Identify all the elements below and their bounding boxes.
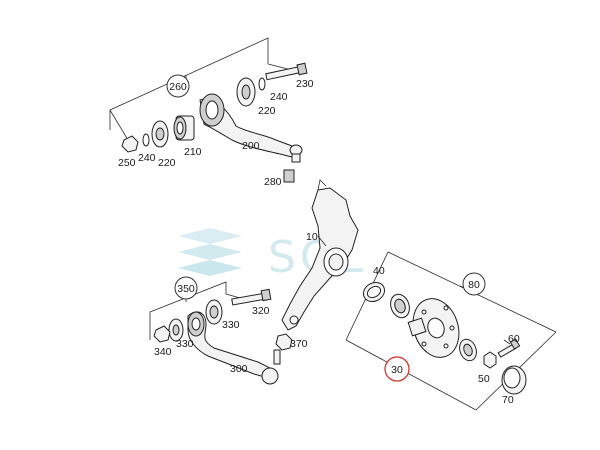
label-40: 40 xyxy=(373,265,385,277)
bolt-320 xyxy=(231,288,272,306)
seal-40 xyxy=(362,281,386,303)
bolt-230 xyxy=(265,62,308,81)
label-240-top: 240 xyxy=(270,91,288,103)
dust-cap-70 xyxy=(501,365,527,395)
nut-50 xyxy=(483,351,497,369)
label-330-upper: 330 xyxy=(222,319,240,331)
label-70: 70 xyxy=(502,394,514,406)
label-250: 250 xyxy=(118,157,136,169)
label-230: 230 xyxy=(296,78,314,90)
bushing-220-lower xyxy=(151,120,169,148)
label-340: 340 xyxy=(154,346,172,358)
label-50: 50 xyxy=(478,373,490,385)
washer-240-lower xyxy=(142,133,150,147)
svg-text:30: 30 xyxy=(391,364,403,376)
nut-370 xyxy=(275,333,293,351)
label-320: 320 xyxy=(252,305,270,317)
label-60: 60 xyxy=(508,333,520,345)
wheel-hub-80 xyxy=(407,298,460,358)
svg-text:80: 80 xyxy=(468,279,480,291)
nut-250 xyxy=(121,135,139,153)
label-300: 300 xyxy=(230,363,248,375)
nut-340 xyxy=(153,325,171,343)
bolt-60 xyxy=(497,338,521,358)
label-210: 210 xyxy=(184,146,202,158)
label-330-lower: 330 xyxy=(176,338,194,350)
nut-280 xyxy=(283,169,295,183)
callout-30-highlighted: 30 xyxy=(384,356,410,382)
bushing-220-top xyxy=(236,77,256,107)
callout-80: 80 xyxy=(462,272,486,296)
bearing-30 xyxy=(390,293,410,319)
label-220-lower: 220 xyxy=(158,157,176,169)
label-10: 10 xyxy=(306,231,318,243)
steering-knuckle-10 xyxy=(281,179,359,331)
bushing-210 xyxy=(173,115,195,141)
control-arm-200 xyxy=(199,93,303,163)
svg-text:260: 260 xyxy=(169,81,187,93)
label-240-lower: 240 xyxy=(138,152,156,164)
watermark-logo-icon xyxy=(178,228,242,276)
label-370: 370 xyxy=(290,338,308,350)
lower-arm-300 xyxy=(187,311,281,385)
watermark: SOL xyxy=(178,228,363,283)
label-220-top: 220 xyxy=(258,105,276,117)
lower-arm-group xyxy=(149,281,293,385)
label-200: 200 xyxy=(242,140,260,152)
bearing-inner xyxy=(459,338,477,362)
svg-text:350: 350 xyxy=(177,283,195,295)
upper-arm-group xyxy=(109,37,308,183)
washer-240-top xyxy=(258,77,266,91)
label-280: 280 xyxy=(264,176,282,188)
bushing-330-upper xyxy=(205,299,223,325)
bushing-330-lower xyxy=(168,318,184,342)
callout-260: 260 xyxy=(166,74,190,98)
callout-350: 350 xyxy=(174,276,198,300)
